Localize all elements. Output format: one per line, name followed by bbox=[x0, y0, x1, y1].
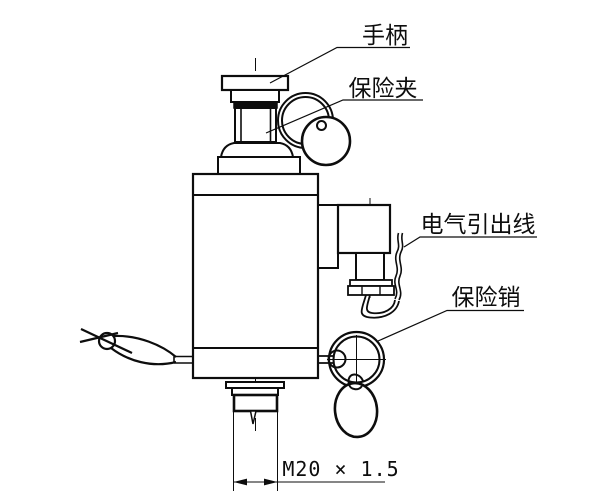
labels: 手柄 保险夹 电气引出线 保险销 M20 × 1.5 bbox=[282, 23, 535, 481]
label-handle: 手柄 bbox=[362, 23, 408, 49]
clip-tag bbox=[300, 115, 352, 167]
bonnet-base bbox=[217, 156, 301, 175]
leader-lines bbox=[265, 46, 537, 342]
cable-loop-outer bbox=[360, 294, 400, 319]
lanyard-rod bbox=[173, 355, 193, 364]
lanyard bbox=[79, 328, 193, 366]
electrical-connector bbox=[317, 203, 395, 296]
gland-neck bbox=[355, 252, 385, 281]
arrowhead-left bbox=[233, 478, 247, 486]
thread-dimension bbox=[233, 412, 385, 491]
label-thread-spec: M20 × 1.5 bbox=[282, 457, 399, 481]
pin-rod bbox=[318, 355, 334, 364]
cable-loop-inner bbox=[365, 294, 396, 315]
bonnet-dome bbox=[219, 142, 295, 158]
bottom-thread-stack bbox=[225, 381, 285, 425]
leader-safety-clip bbox=[265, 99, 423, 134]
label-safety-clip: 保险夹 bbox=[349, 76, 418, 102]
firing-pin-tip bbox=[249, 410, 257, 425]
leader-handle bbox=[269, 46, 410, 84]
safety-pin-assembly bbox=[318, 330, 386, 439]
lanyard-stub-a bbox=[80, 328, 133, 354]
cable-wavy-left bbox=[398, 232, 404, 301]
pin-tag-hook bbox=[347, 373, 364, 391]
body-shell bbox=[191, 172, 320, 380]
lead-out-cable bbox=[360, 232, 404, 319]
arrowhead-right bbox=[264, 478, 278, 486]
lanyard-wire-top bbox=[113, 334, 177, 358]
connector-bracket bbox=[317, 204, 339, 269]
threaded-stub bbox=[232, 393, 279, 413]
gland-nut bbox=[347, 285, 395, 296]
label-electrical-lead: 电气引出线 bbox=[421, 212, 536, 238]
lanyard-wire-bottom bbox=[110, 347, 177, 366]
label-safety-pin: 保险销 bbox=[452, 285, 521, 311]
lanyard-twist-ring bbox=[97, 331, 117, 351]
clip-tag-disc bbox=[300, 115, 352, 167]
leader-electrical-lead bbox=[403, 236, 537, 248]
main-body bbox=[191, 172, 320, 380]
junction-box bbox=[336, 203, 392, 255]
cable-wavy-right bbox=[394, 232, 400, 300]
clip-tag-hole bbox=[316, 120, 327, 131]
handle-neck bbox=[230, 89, 280, 103]
actuator-top bbox=[217, 74, 301, 175]
leader-safety-pin bbox=[377, 309, 524, 342]
pin-pull-tag bbox=[333, 381, 379, 439]
